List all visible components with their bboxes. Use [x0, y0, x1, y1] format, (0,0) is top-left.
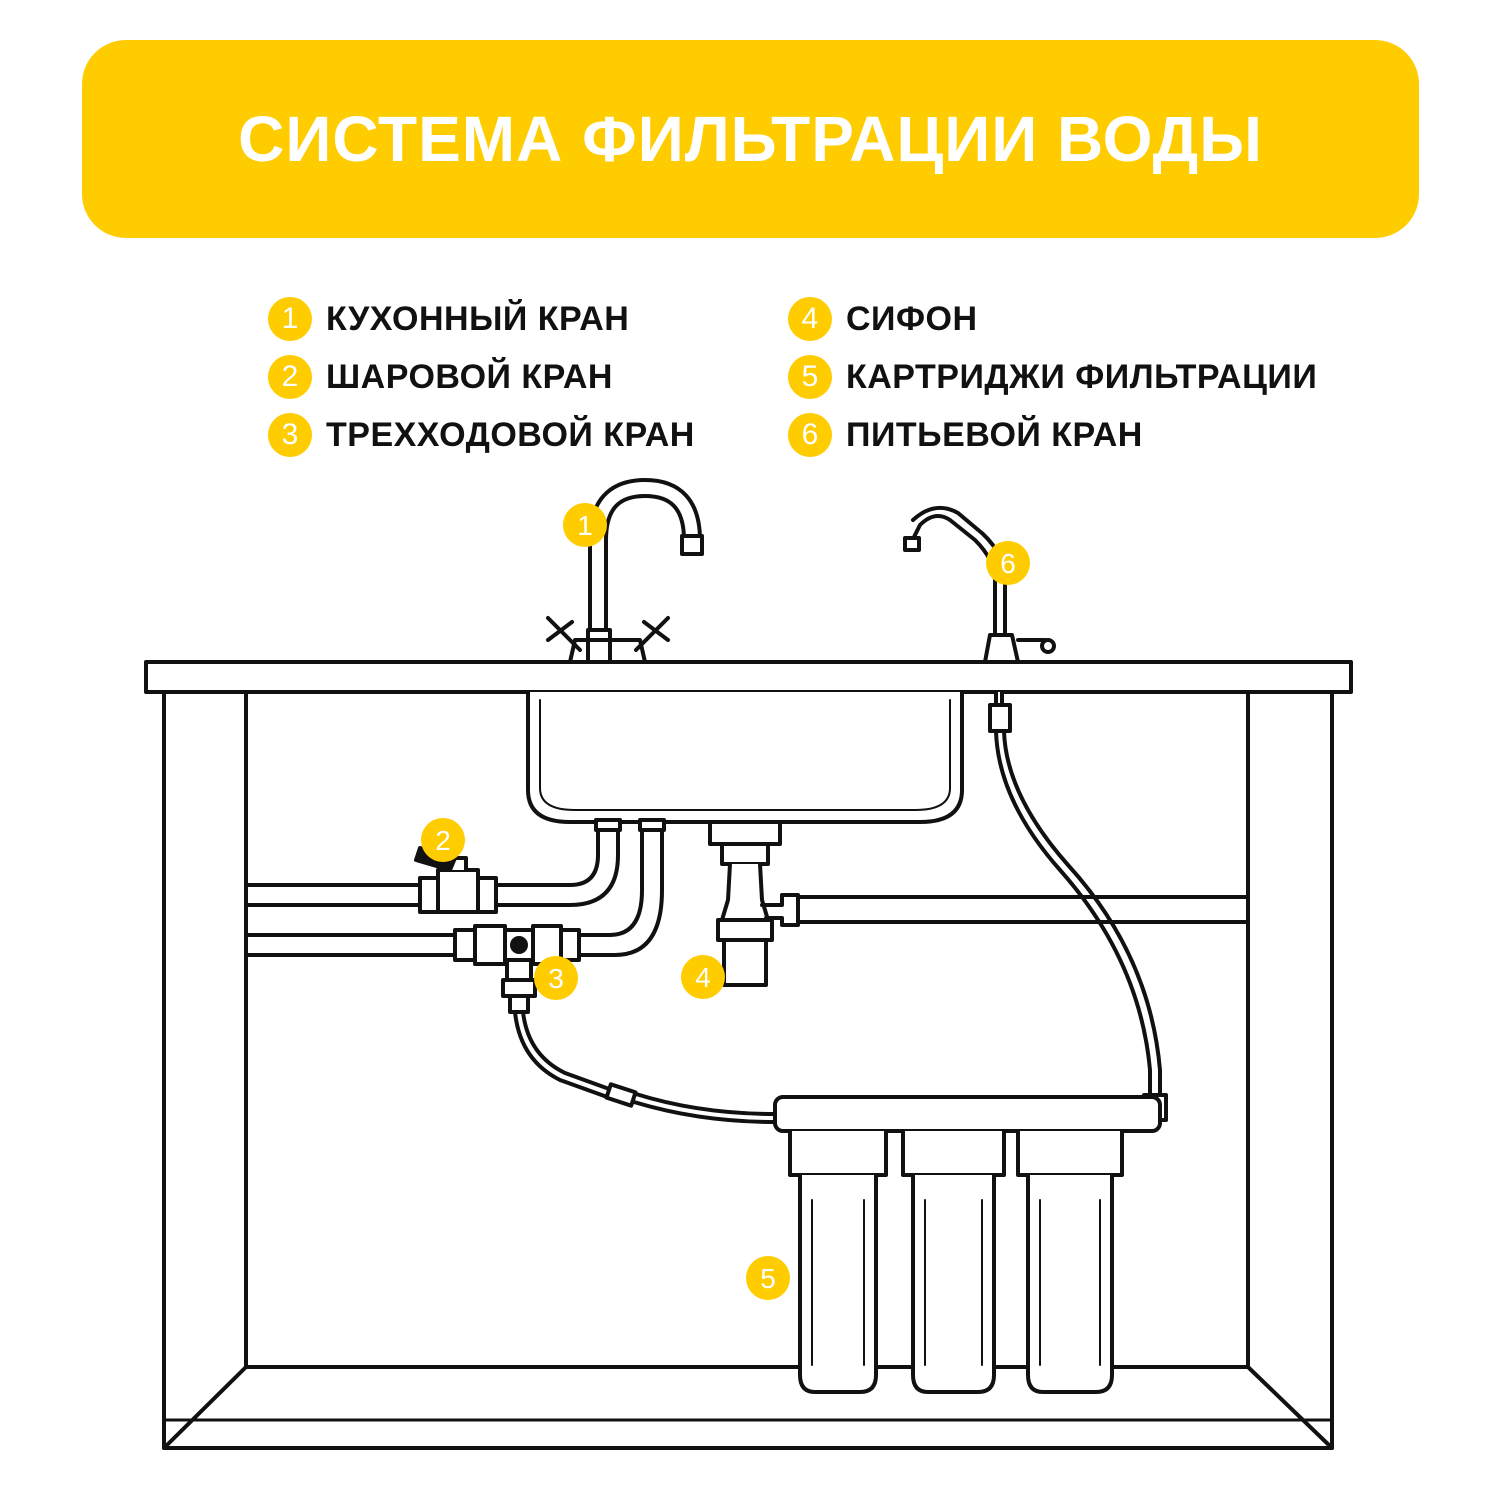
- legend-item-kitchen-faucet: 1 КУХОННЫЙ КРАН: [268, 290, 695, 348]
- ball-valve-body: [436, 868, 480, 914]
- cabinet-floor-edge-right: [1246, 1365, 1334, 1450]
- outlet-hose: [994, 729, 1152, 1097]
- svg-text:6: 6: [1000, 548, 1016, 579]
- page-title: СИСТЕМА ФИЛЬТРАЦИИ ВОДЫ: [238, 103, 1263, 175]
- legend-label: ШАРОВОЙ КРАН: [326, 357, 613, 396]
- legend-label: СИФОН: [846, 299, 978, 338]
- legend-label: КАРТРИДЖИ ФИЛЬТРАЦИИ: [846, 357, 1318, 396]
- legend-badge: 5: [788, 355, 832, 399]
- legend-item-drinking-faucet: 6 ПИТЬЕВОЙ КРАН: [788, 406, 1317, 464]
- legend: 1 КУХОННЫЙ КРАН 2 ШАРОВОЙ КРАН 3 ТРЕХХОД…: [268, 290, 1388, 460]
- legend-column-right: 4 СИФОН 5 КАРТРИДЖИ ФИЛЬТРАЦИИ 6 ПИТЬЕВО…: [788, 290, 1317, 464]
- inlet-hose: [513, 1010, 612, 1100]
- legend-item-filter-cartridges: 5 КАРТРИДЖИ ФИЛЬТРАЦИИ: [788, 348, 1317, 406]
- legend-badge: 4: [788, 297, 832, 341]
- outlet-hose-fitting: [988, 703, 1012, 733]
- siphon: [708, 820, 1250, 987]
- callout-6: 6: [986, 541, 1030, 585]
- filter-cartridges: [788, 1129, 1124, 1394]
- legend-label: ПИТЬЕВОЙ КРАН: [846, 415, 1143, 454]
- svg-text:3: 3: [548, 963, 564, 994]
- svg-text:1: 1: [577, 510, 593, 541]
- callout-1: 1: [563, 503, 607, 547]
- callout-2: 2: [421, 818, 465, 862]
- legend-label: КУХОННЫЙ КРАН: [326, 299, 630, 338]
- legend-item-siphon: 4 СИФОН: [788, 290, 1317, 348]
- svg-text:2: 2: [435, 825, 451, 856]
- filter-manifold: [773, 1095, 1162, 1133]
- legend-badge: 1: [268, 297, 312, 341]
- callout-3: 3: [534, 956, 578, 1000]
- cabinet-floor-edge-left: [162, 1365, 248, 1450]
- drinking-faucet: [903, 505, 1056, 664]
- sink-bowl-inner: [539, 699, 951, 811]
- callout-5: 5: [746, 1256, 790, 1300]
- callout-4: 4: [681, 955, 725, 999]
- countertop: [144, 660, 1353, 694]
- svg-text:4: 4: [695, 962, 711, 993]
- legend-label: ТРЕХХОДОВОЙ КРАН: [326, 415, 695, 454]
- legend-badge: 2: [268, 355, 312, 399]
- title-banner: СИСТЕМА ФИЛЬТРАЦИИ ВОДЫ: [82, 40, 1419, 238]
- legend-badge: 6: [788, 413, 832, 457]
- legend-column-left: 1 КУХОННЫЙ КРАН 2 ШАРОВОЙ КРАН 3 ТРЕХХОД…: [268, 290, 695, 464]
- svg-text:5: 5: [760, 1263, 776, 1294]
- legend-item-ball-valve: 2 ШАРОВОЙ КРАН: [268, 348, 695, 406]
- supply-pipes: [244, 818, 666, 1014]
- sink-bowl: [526, 690, 964, 824]
- legend-item-three-way-valve: 3 ТРЕХХОДОВОЙ КРАН: [268, 406, 695, 464]
- legend-badge: 3: [268, 413, 312, 457]
